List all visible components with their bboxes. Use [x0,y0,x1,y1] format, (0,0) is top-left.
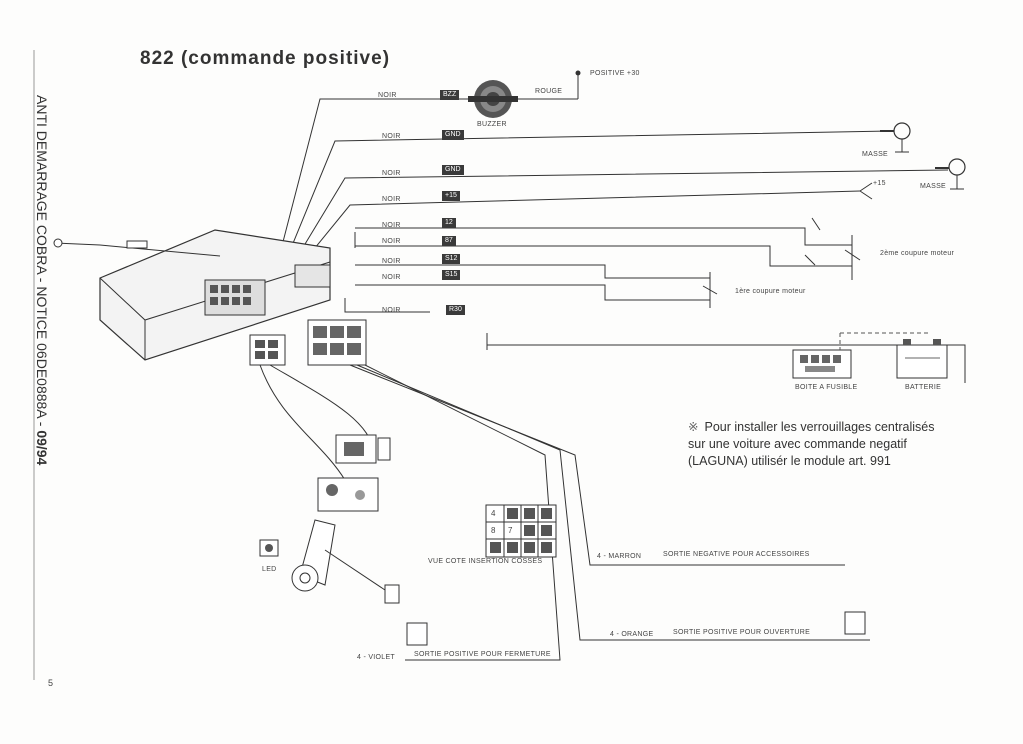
wire-label: NOIR [382,307,401,314]
install-note-text: Pour installer les verrouillages central… [688,420,935,468]
wire-tag: 87 [442,236,456,246]
marron-number: 4 - MARRON [597,553,642,560]
page-mark: 5 [48,678,54,688]
wire-tag: +15 [442,191,460,201]
wire-tag: S12 [442,254,461,264]
wire-label: NOIR [382,274,401,281]
wire-label: NOIR [382,170,401,177]
led-symbol-icon [259,539,279,557]
side-notice-text: ANTI DEMARRAGE COBRA - NOTICE 06DE0888A … [34,95,50,466]
buzzer-label: BUZZER [477,121,507,128]
coupure-1-label: 1ère coupure moteur [735,288,806,295]
orange-number: 4 - ORANGE [610,631,654,638]
ground-ring-icon-1 [880,122,911,153]
masse-label-2: MASSE [920,183,947,190]
pin-number: 7 [508,526,513,535]
wire-tag: S15 [442,270,461,280]
connector-plug-icon [249,334,286,366]
wire-label: NOIR [382,133,401,140]
wire-label: NOIR [378,92,397,99]
transponder-reader-icon [317,477,379,512]
wire-tag: BZZ [440,90,460,100]
wire-label: NOIR [382,196,401,203]
buzzer-icon [468,80,518,118]
diagram-title: 822 (commande positive) [140,48,391,69]
control-module-icon [99,229,331,361]
wire-label: NOIR [382,238,401,245]
output-symbol-icon-2 [406,622,428,646]
violet-text: SORTIE POSITIVE POUR FERMETURE [414,651,551,658]
led-label: LED [262,566,277,573]
positive30-label: POSITIVE +30 [590,70,640,77]
led-holder-icon [335,434,391,464]
wire-label: NOIR [382,222,401,229]
install-note: ※Pour installer les verrouillages centra… [688,419,938,470]
wire-tag: GND [442,130,464,140]
key-fob-icon [291,519,336,592]
pin-view-icon [485,504,557,558]
wire-tag: GND [442,165,464,175]
black-wires [269,98,966,383]
positive-terminal-icon [575,70,581,76]
output-symbol-icon-1 [844,611,866,635]
fuse-box-icon [792,349,852,379]
orange-text: SORTIE POSITIVE POUR OUVERTURE [673,629,811,636]
note-symbol-icon: ※ [688,420,699,434]
wire-tag: R30 [446,305,465,315]
engine-cutoff-1-icon [702,272,718,308]
plus15-arrow-icon [859,182,873,200]
fuse-box-label: BOITE A FUSIBLE [795,384,858,391]
marron-text: SORTIE NEGATIVE POUR ACCESSOIRES [663,551,810,558]
battery-label: BATTERIE [905,384,942,391]
pin-number: 8 [491,526,496,535]
output-wires [259,364,870,661]
masse-label-1: MASSE [862,151,889,158]
pin-number: 4 [491,509,496,518]
hand-symbol-icon [384,584,400,604]
ground-ring-icon-2 [935,158,966,190]
wire-label: NOIR [382,258,401,265]
wire-tag: 12 [442,218,456,228]
pin-view-label: VUE COTE INSERTION COSSES [428,558,543,565]
battery-icon [896,339,948,379]
harness-connector-icon [307,319,367,366]
engine-cutoff-2-icon [804,217,861,280]
violet-number: 4 - VIOLET [357,654,396,661]
plus15-label: +15 [873,180,886,187]
coupure-2-label: 2ème coupure moteur [880,250,955,257]
antenna-plug-icon [126,240,148,249]
rouge-label: ROUGE [535,88,563,95]
